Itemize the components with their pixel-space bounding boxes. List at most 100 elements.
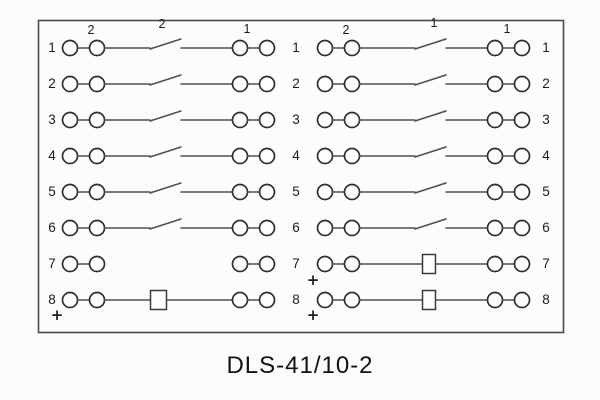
terminal-circle: [316, 147, 334, 165]
row-number-left: 1: [48, 40, 56, 55]
terminal-circle: [486, 147, 504, 165]
contact-blade: [149, 74, 182, 86]
coil-box: [421, 253, 437, 275]
row-number-mid: 1: [292, 40, 300, 55]
terminal-circle: [513, 255, 531, 273]
terminal-circle: [316, 111, 334, 129]
terminal-circle: [258, 147, 276, 165]
terminal-circle: [88, 291, 106, 309]
terminal-circle: [486, 111, 504, 129]
terminal-circle: [61, 111, 79, 129]
row-number-left: 8: [48, 292, 56, 307]
terminal-circle: [513, 39, 531, 57]
terminal-circle: [513, 75, 531, 93]
row-6: 6 6 6: [48, 218, 550, 237]
terminal-circle: [231, 255, 249, 273]
label-left-switch: 2: [159, 17, 166, 31]
row-number-right: 6: [542, 220, 550, 235]
row-number-mid: 4: [292, 148, 300, 163]
row-number-right: 8: [542, 292, 550, 307]
row-8: 8 8 8: [48, 289, 550, 311]
label-left-contact: 1: [244, 22, 251, 36]
terminal-circle: [513, 147, 531, 165]
label-left-terminal: 2: [88, 23, 95, 37]
polarity-plus: +: [307, 271, 320, 289]
row-number-right: 5: [542, 184, 550, 199]
terminal-circle: [231, 111, 249, 129]
contact-blade: [414, 218, 447, 230]
terminal-circle: [231, 219, 249, 237]
terminal-circle: [513, 183, 531, 201]
terminal-circle: [88, 111, 106, 129]
row-number-left: 7: [48, 256, 56, 271]
contact-blade: [414, 74, 447, 86]
terminal-circle: [61, 39, 79, 57]
row-number-left: 3: [48, 112, 56, 127]
terminal-circle: [88, 147, 106, 165]
terminal-circle: [258, 75, 276, 93]
terminal-circle: [258, 111, 276, 129]
terminal-circle: [486, 291, 504, 309]
terminal-circle: [258, 255, 276, 273]
top-labels: 2 2 1 2 1 1: [88, 16, 511, 37]
terminal-circle: [61, 183, 79, 201]
terminal-circle: [316, 255, 334, 273]
contact-blade: [149, 146, 182, 158]
diagram-border: [37, 19, 565, 334]
polarity-plus: +: [307, 306, 320, 324]
contact-blade: [149, 110, 182, 122]
terminal-circle: [88, 39, 106, 57]
contact-blade: [414, 110, 447, 122]
terminal-circle: [231, 183, 249, 201]
row-number-left: 2: [48, 76, 56, 91]
row-number-left: 5: [48, 184, 56, 199]
terminal-circle: [343, 291, 361, 309]
terminal-circle: [231, 147, 249, 165]
terminal-circle: [343, 219, 361, 237]
terminal-circle: [231, 75, 249, 93]
row-number-mid: 8: [292, 292, 300, 307]
terminal-circle: [343, 75, 361, 93]
row-number-mid: 2: [292, 76, 300, 91]
coil-box: [421, 289, 437, 311]
terminal-circle: [258, 219, 276, 237]
terminal-circle: [231, 291, 249, 309]
terminal-circle: [486, 75, 504, 93]
terminal-circle: [231, 39, 249, 57]
label-right-contact: 1: [504, 22, 511, 36]
terminal-circle: [61, 291, 79, 309]
terminal-circle: [316, 39, 334, 57]
terminal-circle: [88, 183, 106, 201]
row-number-left: 4: [48, 148, 56, 163]
row-number-mid: 3: [292, 112, 300, 127]
terminal-circle: [343, 39, 361, 57]
contact-blade: [414, 38, 447, 50]
terminal-circle: [88, 255, 106, 273]
contact-blade: [149, 182, 182, 194]
row-3: 3 3 3: [48, 110, 550, 129]
row-7: 7 7 7: [48, 253, 550, 275]
row-number-mid: 5: [292, 184, 300, 199]
terminal-circle: [486, 219, 504, 237]
terminal-circle: [343, 183, 361, 201]
terminal-circle: [486, 39, 504, 57]
polarity-marks: + + +: [51, 271, 320, 324]
terminal-circle: [88, 219, 106, 237]
terminal-circle: [486, 255, 504, 273]
row-5: 5 5 5: [48, 182, 550, 201]
row-4: 4 4 4: [48, 146, 550, 165]
terminal-circle: [88, 75, 106, 93]
terminal-circle: [343, 255, 361, 273]
terminal-circle: [61, 219, 79, 237]
terminal-circle: [316, 183, 334, 201]
terminal-circle: [258, 291, 276, 309]
row-1: 1 1 1: [48, 38, 550, 57]
terminal-circle: [343, 111, 361, 129]
terminal-circle: [61, 147, 79, 165]
row-number-right: 2: [542, 76, 550, 91]
polarity-plus: +: [51, 306, 64, 324]
diagram-caption: DLS-41/10-2: [226, 352, 373, 379]
terminal-circle: [513, 111, 531, 129]
label-right-terminal: 2: [343, 23, 350, 37]
